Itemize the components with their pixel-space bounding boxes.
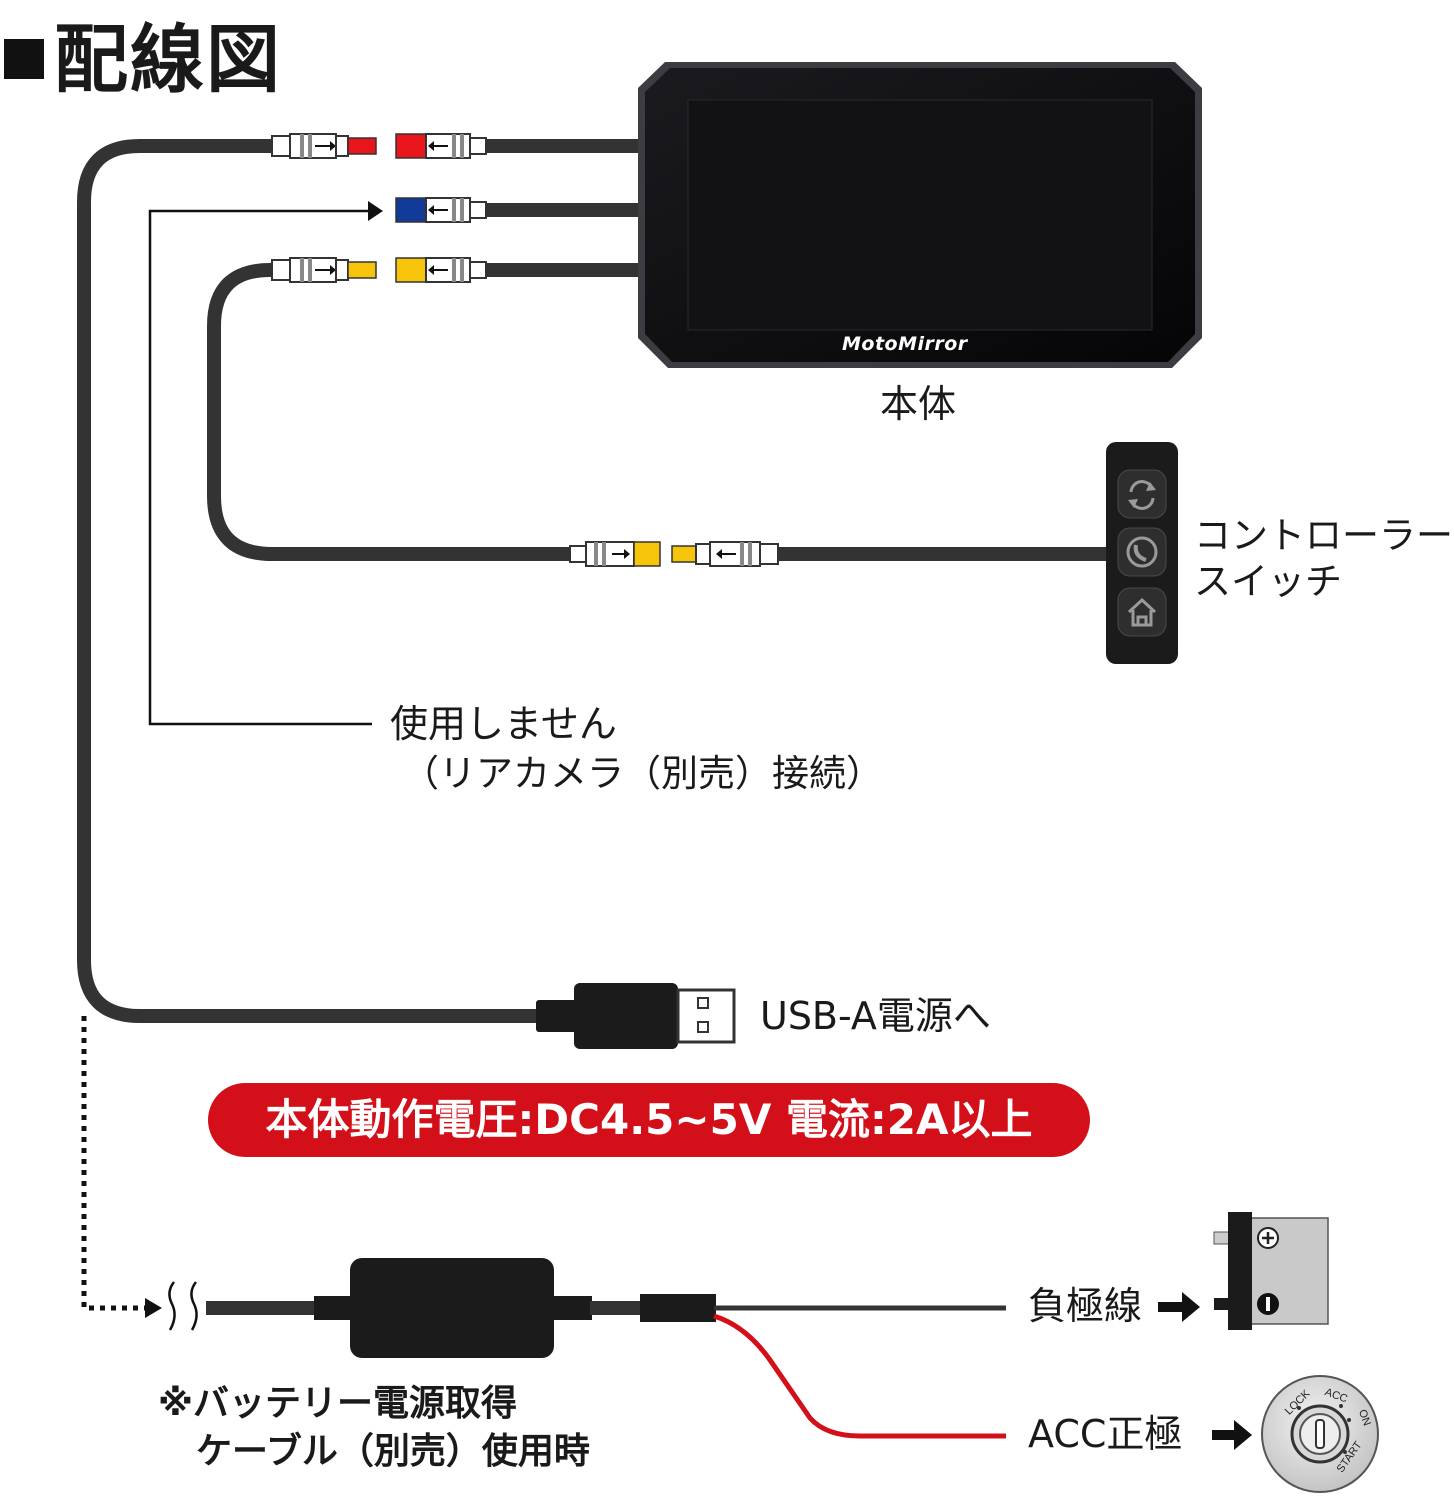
arrow-right-icon xyxy=(1212,1420,1252,1450)
rca-jack-yellow xyxy=(395,257,487,283)
ignition-key-switch: LOCK ACC ON START xyxy=(1261,1375,1379,1493)
title-bullet xyxy=(4,38,44,79)
page-title: 配線図 xyxy=(0,0,282,107)
key-on-label: ON xyxy=(1356,1408,1373,1428)
battery-cable-label-line1: ※バッテリー電源取得 xyxy=(158,1383,517,1424)
unused-label-line2: （リアカメラ（別売）接続） xyxy=(402,752,883,795)
unused-callout-line xyxy=(148,209,372,726)
rca-jack-yellow-controller xyxy=(569,541,661,567)
device-label: 本体 xyxy=(880,382,957,426)
battery xyxy=(1213,1212,1329,1330)
refresh-icon xyxy=(1128,480,1156,510)
usb-power-cable xyxy=(77,139,547,1023)
display-unit xyxy=(638,62,1202,368)
display-screen xyxy=(687,99,1153,331)
optional-link-dotted xyxy=(81,1016,145,1311)
controller-cable xyxy=(207,263,570,561)
plus-icon xyxy=(1257,1227,1279,1249)
rca-plug-yellow-male xyxy=(271,257,377,283)
minus-icon xyxy=(1257,1293,1279,1315)
rca-plug-red-male xyxy=(271,133,377,159)
rca-jack-blue xyxy=(395,197,487,223)
acc-wire xyxy=(713,1313,1006,1439)
unused-label-line1: 使用しません xyxy=(390,702,617,746)
usb-a-plug xyxy=(536,983,736,1049)
arrow-right-icon xyxy=(368,201,383,221)
phone-icon xyxy=(1126,536,1158,568)
battery-power-cable xyxy=(168,1258,1006,1439)
rca-jack-red xyxy=(395,133,487,159)
brand-logo-text: MotoMirror xyxy=(842,333,968,355)
controller-switch xyxy=(1106,442,1178,664)
arrow-right-icon xyxy=(1158,1292,1200,1322)
controller-label-line2: スイッチ xyxy=(1194,560,1342,603)
spec-banner: 本体動作電圧:DC4.5~5V 電流:2A以上 xyxy=(208,1083,1090,1157)
home-icon xyxy=(1127,597,1157,627)
acc-positive-label: ACC正極 xyxy=(1028,1412,1183,1456)
controller-label-line1: コントローラー xyxy=(1194,514,1453,557)
battery-cable-label-line2: ケーブル（別売）使用時 xyxy=(196,1431,590,1472)
rca-plug-yellow-controller xyxy=(671,541,779,567)
negative-wire-label: 負極線 xyxy=(1028,1284,1143,1328)
usb-label: USB-A電源へ xyxy=(760,994,991,1038)
